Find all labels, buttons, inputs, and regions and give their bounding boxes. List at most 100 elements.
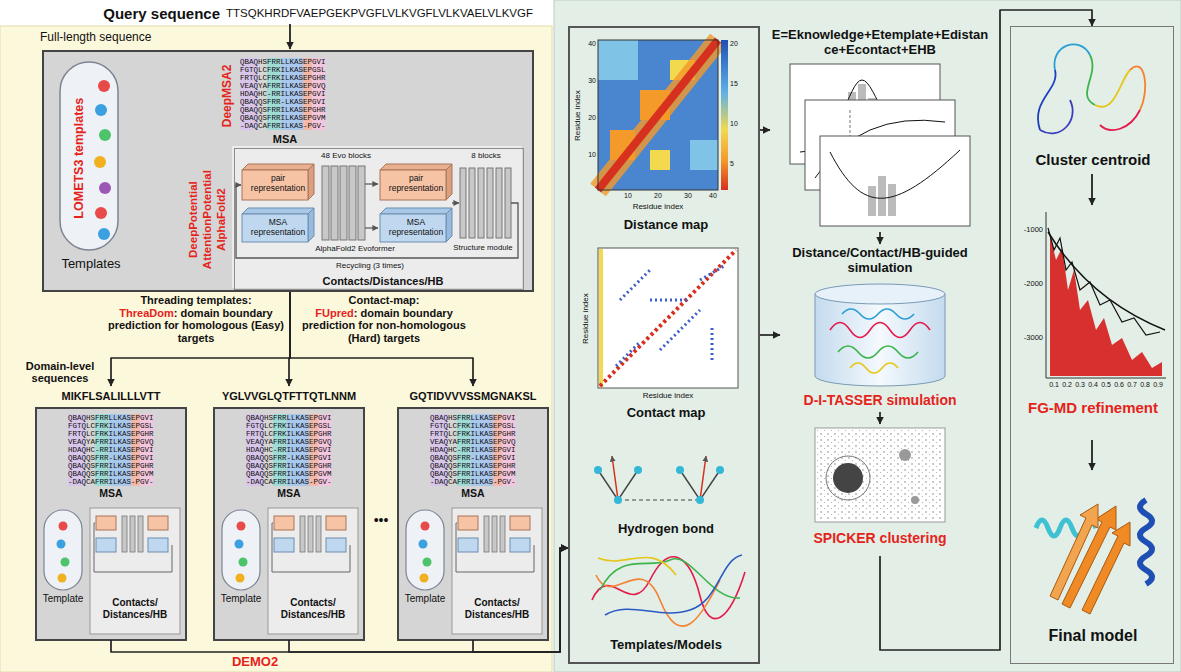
node-text: MSA: [68, 487, 154, 499]
tick-label: 0.6: [1112, 381, 1126, 389]
alphafold-illustration: [469, 168, 475, 238]
box-fill: [42, 50, 534, 292]
distance-map: [690, 140, 718, 170]
energy-plots: [790, 64, 970, 226]
distance-map: [598, 40, 718, 190]
msa-row: FRTQLCFRKILKASEPGHR: [430, 430, 520, 438]
node-text: pair representation: [383, 174, 449, 193]
final-model-cartoon: [1140, 500, 1152, 584]
simulation-barrel: [842, 309, 914, 319]
annotation-text: Contact-map:: [296, 294, 472, 307]
contact-map: [620, 270, 650, 300]
cluster-centroid-trace: [1038, 44, 1145, 133]
msa-row: FRTQLCFRKILKASEPGHR: [240, 74, 330, 82]
hydrogen-bond-sketch: [700, 456, 706, 500]
alphafold-illustration: [242, 208, 314, 214]
spicker-scatter: [817, 430, 943, 520]
panel-ground: [0, 26, 552, 672]
fgmd-plot: [1046, 212, 1166, 378]
energy-plots: [830, 150, 960, 198]
tick-label: 0.3: [1073, 381, 1087, 389]
fgmd-plot: [1048, 228, 1160, 335]
node-text: Distance/Contact/HB-guided simulation: [780, 246, 980, 276]
energy-plots: [820, 136, 970, 226]
msa-row: QBAQQSFRR-LKASEPGVI: [240, 98, 330, 106]
msa-row: FRTQLCFRKILKASEPGHR: [68, 430, 158, 438]
node-text: MSA: [430, 487, 516, 499]
block-label: 8 blocks: [456, 151, 516, 160]
template-models-sketch: [592, 555, 745, 626]
final-model-cartoon: [1050, 504, 1098, 600]
alphafold-illustration: [358, 166, 365, 240]
contact-map: [600, 250, 736, 386]
tick-label: 0.5: [1099, 381, 1113, 389]
msa-row: QBAQQSFRR-LKASEPGVI: [68, 454, 158, 462]
hydrogen-bond-sketch: [634, 466, 642, 474]
connector-arrow: [290, 292, 473, 386]
node-text: Templates: [46, 257, 136, 272]
msa-row: QBAQHSFRRLLKASEPGVI: [240, 58, 330, 66]
cluster-centroid-trace: [1100, 110, 1140, 130]
tick-label: 0.7: [1125, 381, 1139, 389]
msa-row: QBAQQSFRRILKASEPGHR: [240, 106, 330, 114]
distance-map: [650, 150, 670, 170]
msa-row: FGTQLCFRKILKASEPGSL: [240, 66, 330, 74]
cluster-centroid-trace: [1130, 66, 1145, 110]
block-label: Recycling (3 times): [320, 261, 420, 270]
distance-map: [598, 40, 728, 190]
template-capsule: [99, 182, 111, 194]
msa-row: QBAQQSFRRILKASEPGHR: [430, 462, 520, 470]
heading-label: Query sequence: [88, 5, 220, 22]
tick-label: 30: [681, 192, 695, 200]
fgmd-plot: [1046, 212, 1166, 378]
node-text: Cluster centroid: [1013, 151, 1173, 168]
representation-cube: pair representation: [245, 167, 317, 203]
connector-arrow: [111, 548, 568, 652]
msa-row: HDAQHC-RRILKASEPGVI: [246, 446, 336, 454]
node-text: Contacts/ Distances/HB: [270, 597, 356, 621]
method-name: DeepMSA2: [221, 59, 235, 133]
connector-arrow: [760, 129, 770, 131]
alphafold-illustration: [505, 168, 511, 238]
flow-arrow: [1091, 440, 1093, 470]
tick-label: 20: [651, 192, 665, 200]
tick-label: 0.2: [1060, 381, 1074, 389]
msa-row: FGTQLCFRKILKASEPGSL: [246, 422, 336, 430]
annotation-text: Threading templates:: [108, 294, 284, 307]
method-name: AttentionPotential: [201, 151, 214, 287]
contact-map: [599, 249, 603, 387]
simulation-step: Distance/Contact/HB-guided simulationD-I…: [780, 244, 980, 412]
tick-label: 40: [583, 40, 596, 48]
alphafold-illustration: [446, 164, 452, 200]
template-capsule: [60, 62, 118, 250]
flow-arrow: [290, 24, 291, 49]
msa-row: QBAQQSFRR-LKASEPGVI: [430, 454, 520, 462]
alphafold-illustration: [365, 227, 378, 228]
simulation-barrel: [815, 284, 945, 304]
axis-title: Residue index: [581, 273, 590, 363]
spicker-scatter: [911, 496, 919, 504]
node-text: Distance map: [580, 218, 752, 233]
cluster-centroid-trace: [1095, 70, 1130, 107]
panel-ground: [554, 0, 1181, 672]
cluster-centroid-trace: [1054, 44, 1090, 70]
template-capsule: [60, 62, 118, 250]
energy-plots: [868, 186, 876, 216]
tick-label: 5: [730, 160, 744, 168]
template-capsule: [98, 228, 110, 240]
tick-label: 10: [621, 192, 635, 200]
box-fill: [42, 50, 534, 292]
contact-map: [598, 248, 738, 388]
msa-row: QBAQHSFRRLLKASEPGVI: [246, 414, 336, 422]
node-text: Contact map: [580, 406, 752, 421]
node-text: Template: [399, 593, 451, 605]
alphafold-illustration: [236, 164, 518, 258]
output-box: Cluster centroidFG-MD refinementFinal mo…: [1010, 26, 1174, 664]
alphafold-illustration: [340, 166, 347, 240]
flow-arrow: [289, 24, 291, 49]
tick-label: 40: [706, 192, 720, 200]
method-name: FUpred: [315, 307, 354, 319]
tick-label: 0.1: [1047, 381, 1061, 389]
